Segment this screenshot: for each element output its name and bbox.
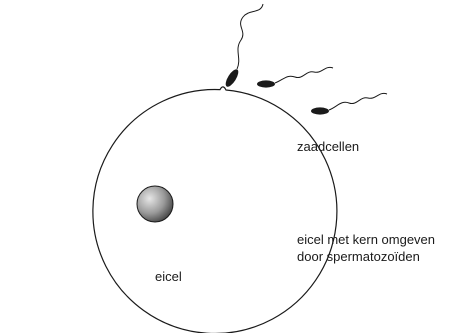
- sperm-cell-lower: [311, 93, 387, 114]
- egg-nucleus: [137, 186, 173, 222]
- sperm-tail: [275, 67, 333, 83]
- sperm-head: [257, 80, 275, 87]
- egg-description-label: eicel met kern omgeven door spermatozoïd…: [297, 231, 435, 265]
- egg-description-line-2: door spermatozoïden: [297, 248, 435, 265]
- egg-cell-membrane: [93, 87, 337, 333]
- sperm-head: [223, 67, 240, 88]
- sperm-cell-attached: [223, 4, 263, 89]
- sperm-tail: [329, 93, 387, 110]
- sperm-head: [311, 107, 329, 114]
- egg-description-line-1: eicel met kern omgeven: [297, 231, 435, 248]
- sperm-cell-middle: [257, 67, 333, 87]
- egg-label: eicel: [155, 268, 182, 285]
- sperm-cells-label: zaadcellen: [297, 138, 359, 155]
- sperm-tail: [237, 4, 263, 69]
